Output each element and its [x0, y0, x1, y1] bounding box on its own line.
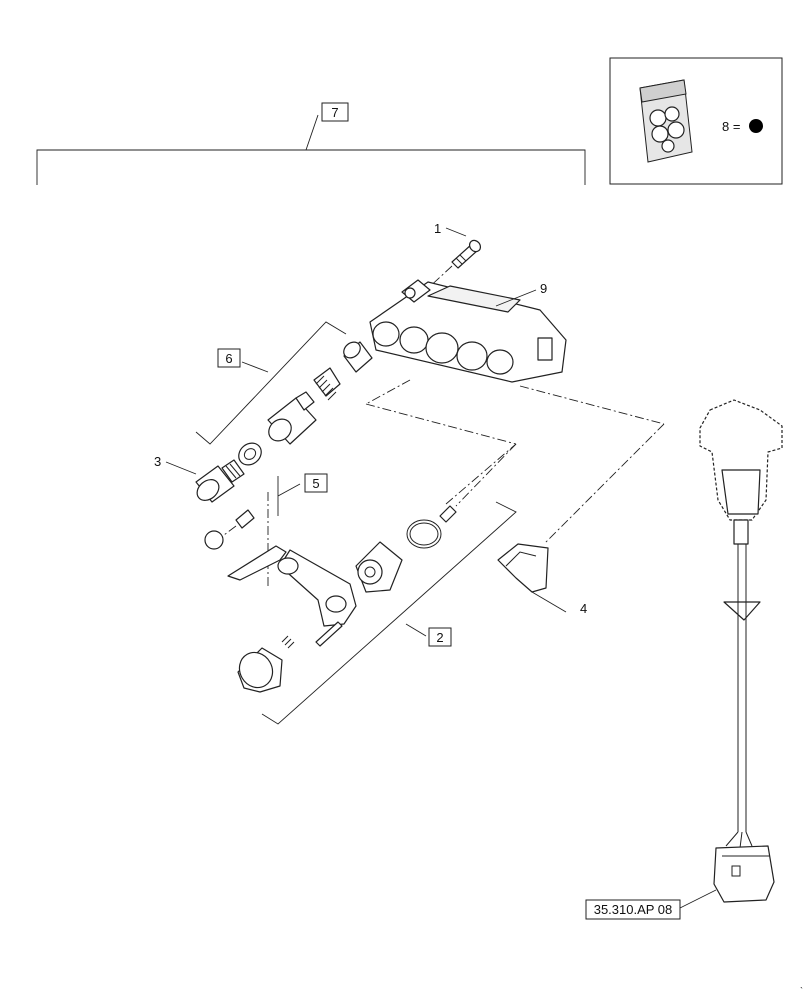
- callout-4: 4: [580, 601, 587, 616]
- part-clip: 4: [497, 543, 587, 616]
- part-wire-harness: [699, 399, 783, 903]
- part-pin-spring: [281, 621, 343, 649]
- part-screw: 1: [423, 221, 482, 293]
- part-cam: [355, 541, 403, 593]
- part-small-screw: [439, 443, 517, 523]
- filled-circle-icon: [749, 119, 763, 133]
- part-fitting: 3: [154, 454, 245, 503]
- callout-6: 6: [225, 351, 232, 366]
- part-lever-arm: [277, 549, 357, 627]
- callout-9: 9: [540, 281, 547, 296]
- kit-inset: 8 =: [609, 57, 783, 185]
- corner-mark: `: [800, 986, 803, 996]
- callout-2: 2: [436, 630, 443, 645]
- assembly-bracket: 7: [36, 102, 586, 185]
- subassembly-2: 2: [261, 501, 517, 725]
- callout-5: 5: [312, 476, 319, 491]
- reference-label: 35.310.AP 08: [594, 902, 673, 917]
- kit-label: 8 =: [722, 119, 740, 134]
- part-housing: 9: [369, 279, 567, 383]
- reference-link: 35.310.AP 08: [585, 889, 717, 920]
- parts-bag-icon: [639, 79, 693, 163]
- callout-1: 1: [434, 221, 441, 236]
- part-sleeve: [343, 341, 373, 373]
- callout-7: 7: [331, 105, 338, 120]
- part-valve-spool: [267, 391, 317, 445]
- callout-3: 3: [154, 454, 161, 469]
- subassembly-6-bracket: 6: [195, 321, 347, 445]
- part-snap-ring: [406, 519, 442, 549]
- part-knob: [237, 647, 283, 693]
- part-seal-ring: [238, 442, 262, 466]
- subassembly-5: 5: [204, 473, 328, 586]
- part-spring: [313, 367, 341, 401]
- alignment-lines: [365, 379, 665, 545]
